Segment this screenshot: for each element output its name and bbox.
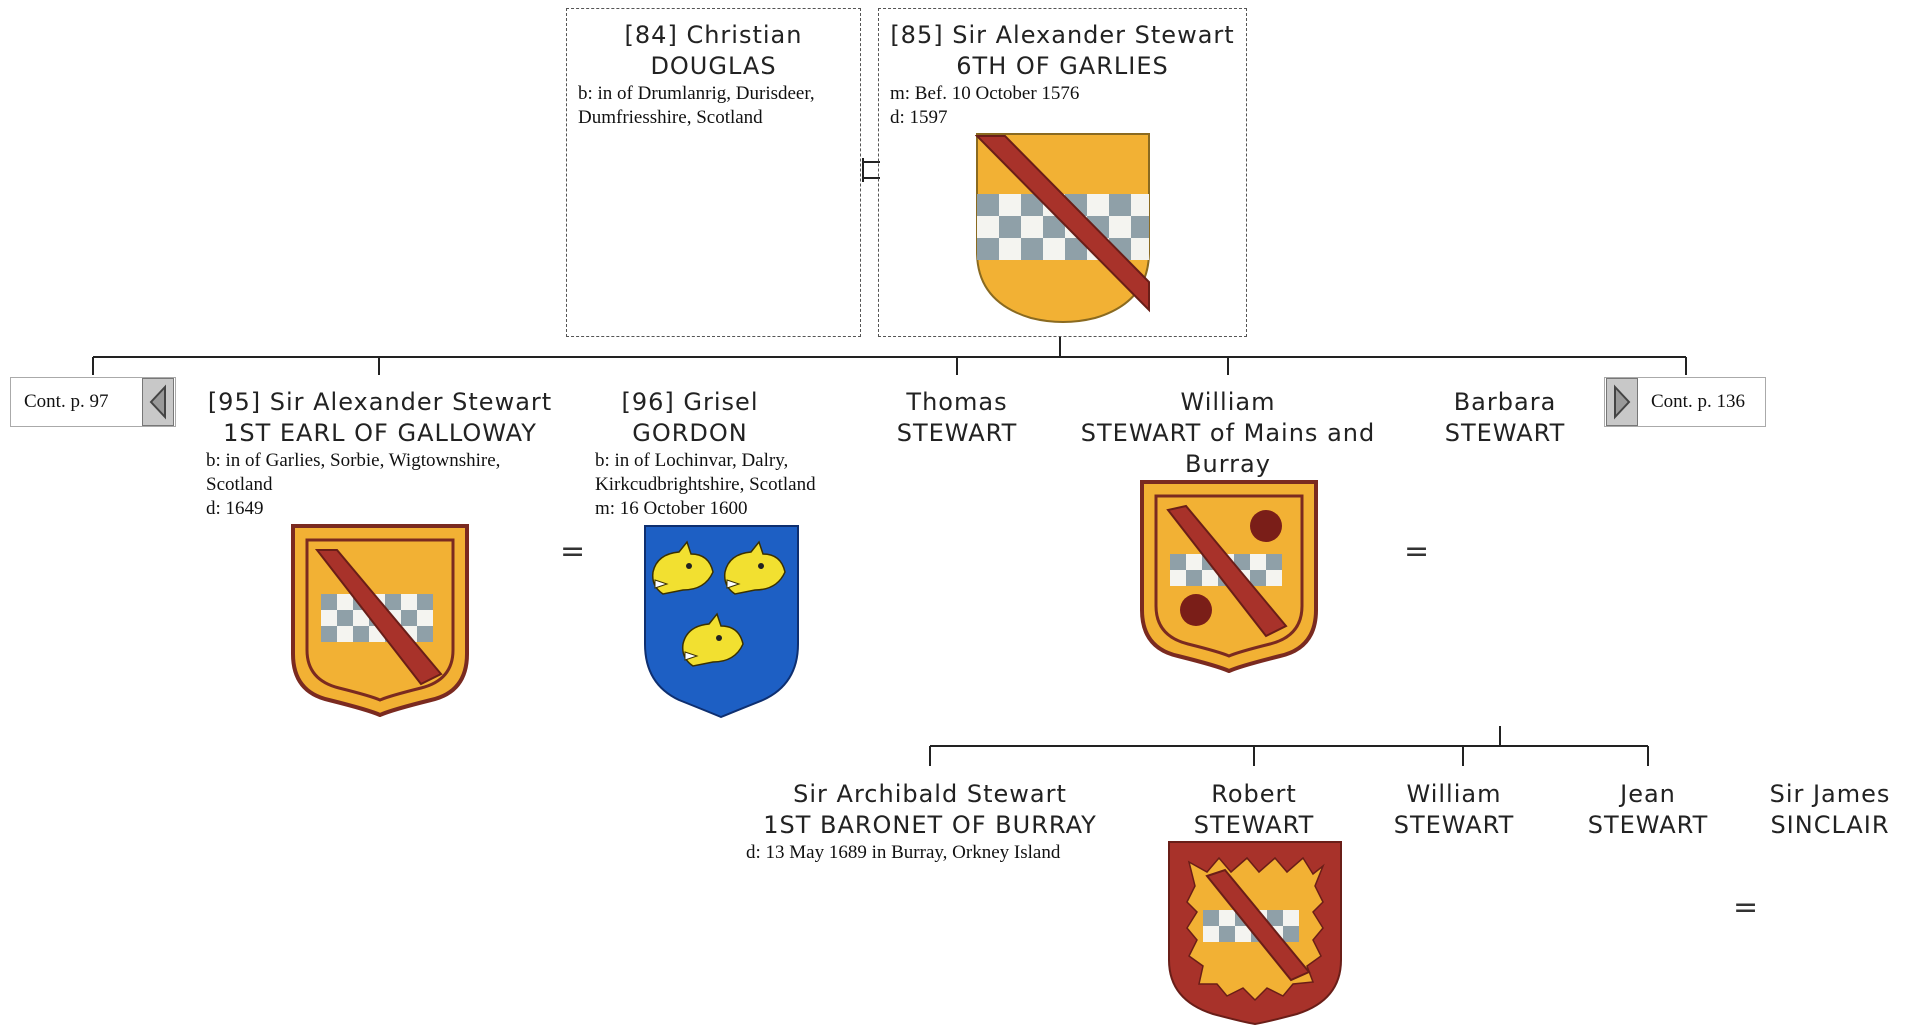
person-robert-stewart[interactable]: Robert STEWART bbox=[1184, 779, 1324, 841]
person-name: William bbox=[1180, 388, 1276, 416]
person-name: [96] Grisel bbox=[621, 388, 759, 416]
person-facts: b: in of Lochinvar, Dalry, Kirkcudbright… bbox=[595, 450, 816, 519]
person-facts: b: in of Garlies, Sorbie, Wigtownshire, … bbox=[206, 450, 501, 519]
person-surname: STEWART of Mains and bbox=[1080, 419, 1376, 447]
person-surname-cont: Burray bbox=[1185, 450, 1271, 478]
person-surname: STEWART bbox=[1193, 811, 1315, 839]
left-arrow-icon[interactable] bbox=[142, 378, 174, 426]
person-surname: STEWART bbox=[1444, 419, 1566, 447]
person-title: 1ST BARONET OF BURRAY bbox=[763, 811, 1097, 839]
person-name: Jean bbox=[1620, 780, 1676, 808]
stewart-lions-arms-icon bbox=[1140, 480, 1318, 673]
right-arrow-icon[interactable] bbox=[1606, 378, 1638, 426]
person-facts: b: in of Drumlanrig, Durisdeer, Dumfries… bbox=[578, 83, 815, 128]
person-name: [84] Christian bbox=[624, 21, 803, 49]
person-christian-douglas[interactable]: [84] Christian DOUGLAS b: in of Drumlanr… bbox=[566, 20, 861, 130]
person-name: Sir Archibald Stewart bbox=[793, 780, 1067, 808]
person-william-stewart[interactable]: William STEWART bbox=[1384, 779, 1524, 841]
person-title: 1ST EARL OF GALLOWAY bbox=[223, 419, 537, 447]
marriage-symbol: = bbox=[1404, 534, 1430, 569]
person-barbara-stewart[interactable]: Barbara STEWART bbox=[1425, 387, 1585, 449]
person-title: 6TH OF GARLIES bbox=[956, 52, 1169, 80]
person-name: Barbara bbox=[1453, 388, 1557, 416]
person-jean-stewart[interactable]: Jean STEWART bbox=[1578, 779, 1718, 841]
stewart-engrailed-arms-icon bbox=[1168, 841, 1342, 1025]
marriage-symbol: = bbox=[1733, 890, 1759, 925]
person-name: Robert bbox=[1211, 780, 1297, 808]
person-thomas-stewart[interactable]: Thomas STEWART bbox=[877, 387, 1037, 449]
person-james-sinclair[interactable]: Sir James SINCLAIR bbox=[1760, 779, 1900, 841]
marriage-symbol: = bbox=[560, 534, 586, 569]
person-grisel-gordon[interactable]: [96] Grisel GORDON b: in of Lochinvar, D… bbox=[590, 387, 850, 521]
person-name: Sir James bbox=[1769, 780, 1891, 808]
person-surname: STEWART bbox=[1393, 811, 1515, 839]
gordon-boars-heads-arms-icon bbox=[644, 525, 799, 719]
person-alexander-stewart-6th[interactable]: [85] Sir Alexander Stewart 6TH OF GARLIE… bbox=[878, 20, 1247, 130]
person-surname: STEWART bbox=[896, 419, 1018, 447]
person-facts: m: Bef. 10 October 1576 d: 1597 bbox=[890, 83, 1080, 128]
person-alexander-stewart-1st-earl[interactable]: [95] Sir Alexander Stewart 1ST EARL OF G… bbox=[200, 387, 560, 521]
person-name: [85] Sir Alexander Stewart bbox=[890, 21, 1235, 49]
person-surname: DOUGLAS bbox=[650, 52, 777, 80]
person-surname: SINCLAIR bbox=[1770, 811, 1890, 839]
cont-next-label: Cont. p. 136 bbox=[1651, 391, 1745, 412]
person-william-stewart-mains[interactable]: William STEWART of Mains and Burray bbox=[1068, 387, 1388, 480]
stewart-bend-checky-arms-icon bbox=[975, 133, 1150, 323]
father-box bbox=[878, 8, 1247, 337]
cont-prev-label: Cont. p. 97 bbox=[24, 391, 109, 412]
person-surname: STEWART bbox=[1587, 811, 1709, 839]
person-name: [95] Sir Alexander Stewart bbox=[207, 388, 553, 416]
person-name: William bbox=[1406, 780, 1502, 808]
mother-box bbox=[566, 8, 861, 337]
person-surname: GORDON bbox=[632, 419, 748, 447]
person-facts: d: 13 May 1689 in Burray, Orkney Island bbox=[746, 842, 1061, 863]
person-archibald-stewart[interactable]: Sir Archibald Stewart 1ST BARONET OF BUR… bbox=[730, 779, 1130, 865]
person-name: Thomas bbox=[906, 388, 1008, 416]
stewart-galloway-arms-icon bbox=[291, 524, 469, 717]
